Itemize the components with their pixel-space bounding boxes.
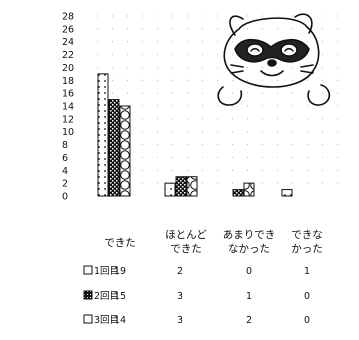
legend-series-name: 1回目 [94,266,119,277]
legend-value: 14 [114,315,126,326]
legend-value: 0 [304,291,310,302]
bar [243,182,255,197]
x-category-label-line: かった [291,243,323,255]
y-tick-label: 26 [62,24,74,35]
bar [232,189,244,197]
bar [186,176,198,197]
y-tick-label: 28 [62,12,74,23]
y-tick-label: 0 [62,192,68,203]
legend-swatch [83,290,93,300]
y-tick-label: 8 [62,140,68,151]
bar [119,105,131,197]
legend-swatch [83,314,93,324]
y-tick-label: 14 [62,102,74,113]
legend-value: 15 [114,291,126,302]
x-category-label-line: できた [170,243,202,255]
legend-value: 2 [246,315,252,326]
y-tick-label: 22 [62,50,74,61]
x-category-label-line: あまりでき [223,229,276,241]
legend-value: 3 [177,315,183,326]
y-tick-label: 24 [62,37,74,48]
x-category-label: できなかった [291,229,323,255]
bars [97,73,293,197]
y-tick-label: 6 [62,153,68,164]
legend-series-name: 2回目 [94,291,119,302]
legend-swatch [83,265,93,275]
bar [281,189,293,197]
legend-value: 19 [114,266,126,277]
y-tick-label: 2 [62,179,68,190]
legend-value: 2 [177,266,183,277]
y-tick-label: 10 [62,127,74,138]
grid-lines [97,15,350,184]
y-tick-label: 4 [62,166,68,177]
x-category-label-line: できた [104,237,136,249]
legend-value: 1 [304,266,310,277]
bar [97,73,109,197]
y-tick-label: 12 [62,114,74,125]
x-category-label: ほとんどできた [165,229,207,255]
bar [164,182,176,197]
bar [108,99,120,197]
x-category-label-line: なかった [228,243,270,255]
x-category-label-line: ほとんど [165,229,207,241]
bar [175,176,187,197]
x-category-label: できた [104,237,136,249]
legend-value: 0 [304,315,310,326]
legend-value: 3 [177,291,183,302]
y-tick-label: 18 [62,76,74,87]
legend-value: 1 [246,291,252,302]
legend-series-name: 3回目 [94,315,119,326]
y-tick-label: 16 [62,89,74,100]
x-category-label: あまりできなかった [223,229,276,255]
raccoon-mascot-icon [217,13,331,106]
legend-value: 0 [246,266,252,277]
y-tick-label: 20 [62,63,74,74]
x-category-label-line: できな [291,229,323,241]
